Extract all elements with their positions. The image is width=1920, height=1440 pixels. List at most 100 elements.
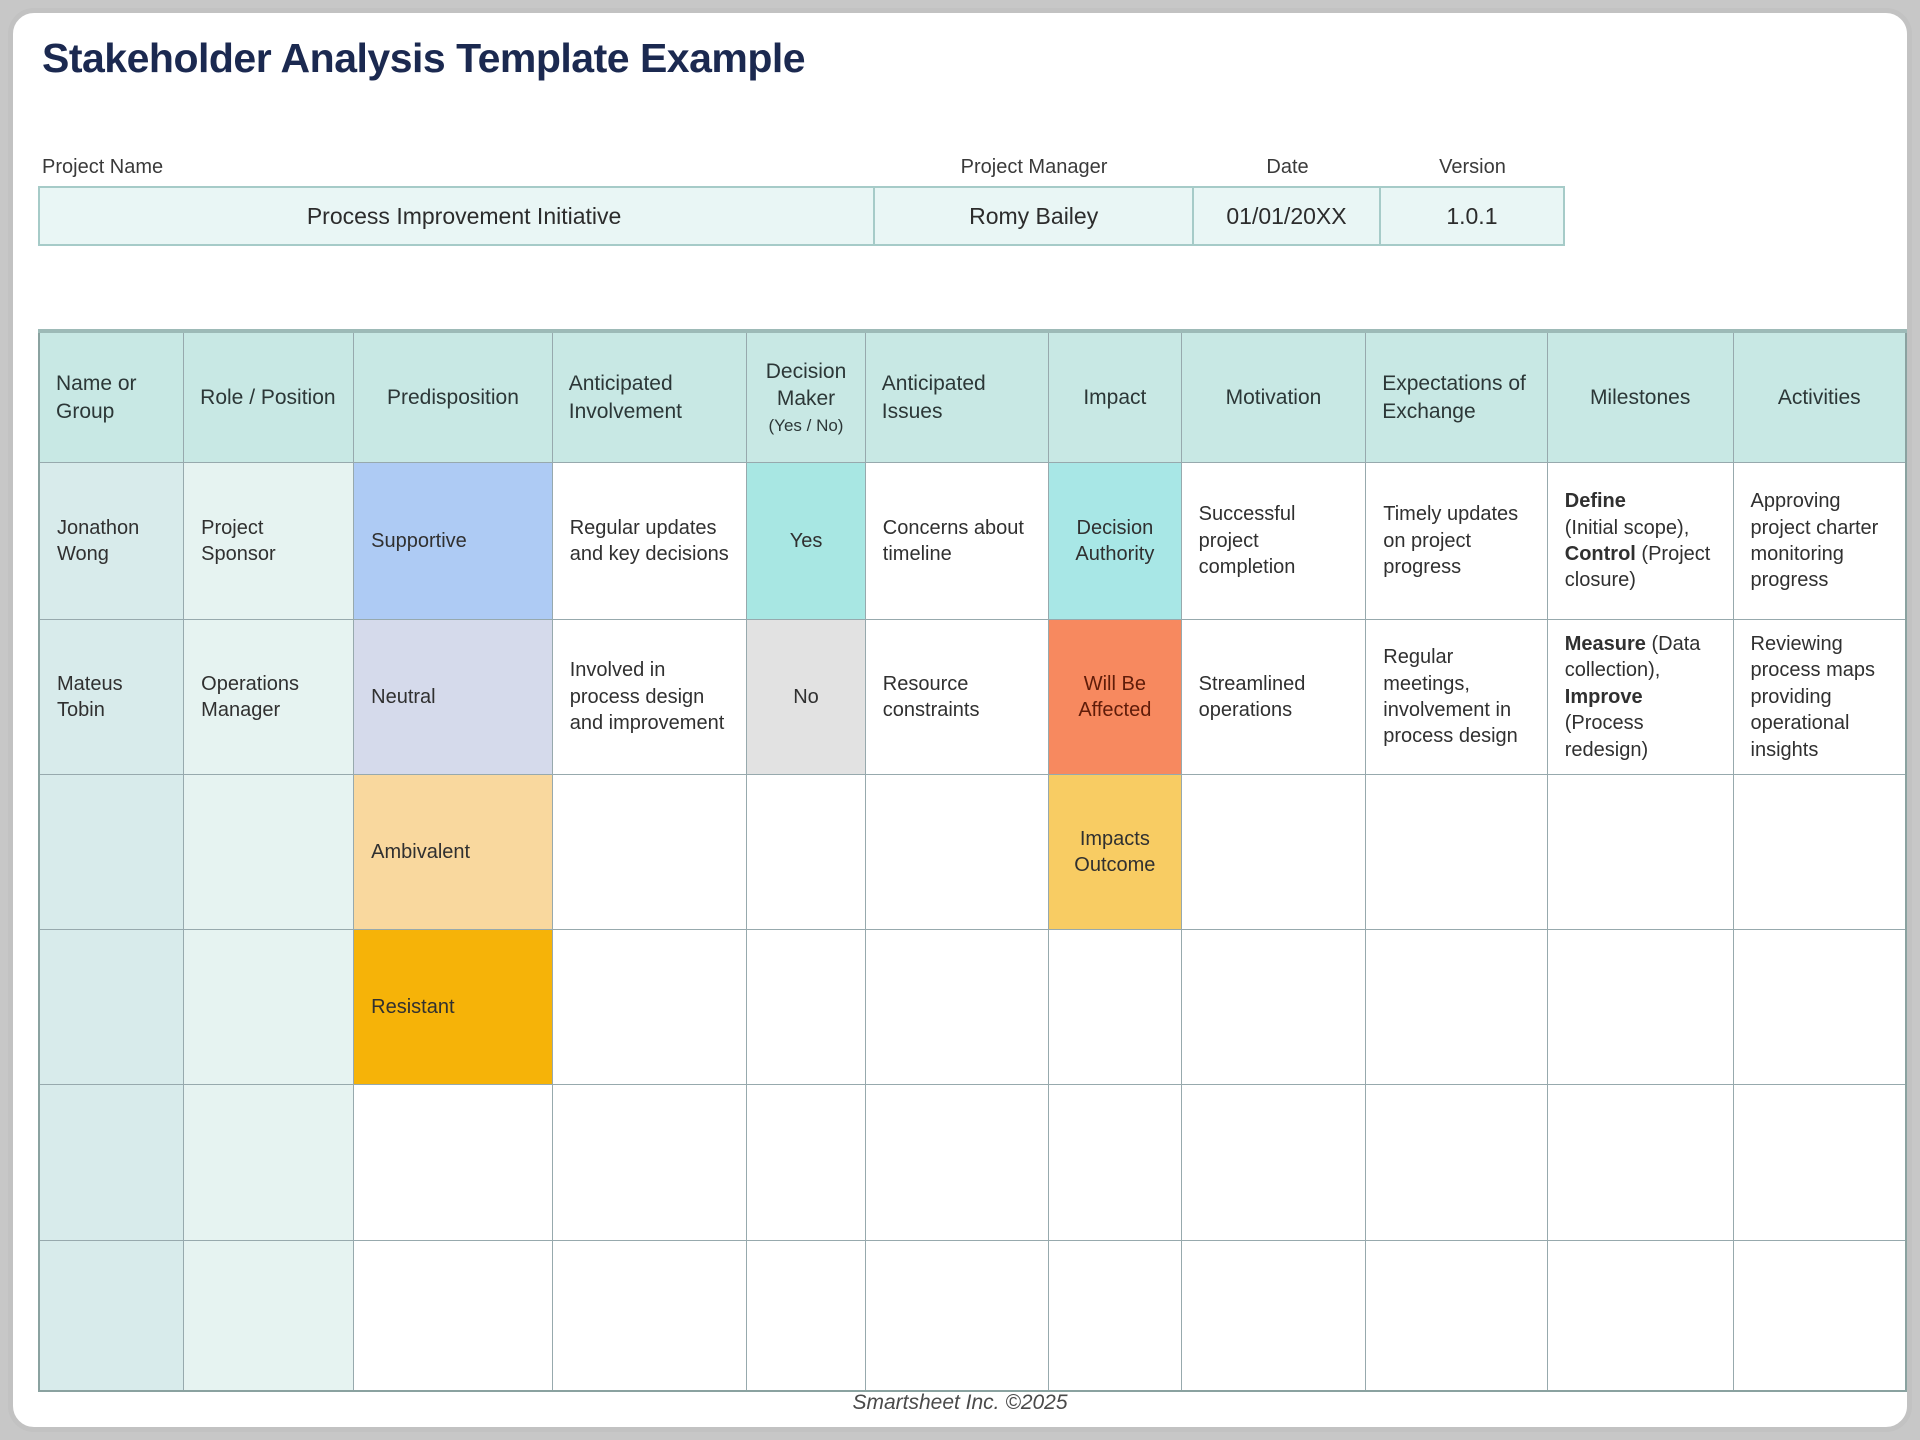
table-cell[interactable] [1180, 774, 1367, 930]
table-cell[interactable] [1546, 929, 1734, 1085]
table-cell[interactable] [1365, 1084, 1548, 1241]
table-cell[interactable] [1180, 1240, 1367, 1391]
table-cell[interactable]: Yes [746, 462, 866, 620]
table-cell[interactable] [1180, 1084, 1367, 1241]
table-cell[interactable] [746, 774, 866, 930]
table-row [38, 1084, 1907, 1241]
table-cell[interactable] [864, 774, 1050, 930]
footer-credit: Smartsheet Inc. ©2025 [852, 1391, 1068, 1414]
table-cell[interactable] [746, 1240, 866, 1391]
table-row [38, 1240, 1907, 1391]
project-manager-label: Project Manager [960, 156, 1108, 178]
table-cell[interactable]: Approving project charter monitoring pro… [1732, 462, 1907, 620]
table-cell[interactable] [1048, 1240, 1182, 1391]
date-field[interactable]: 01/01/20XX [1192, 186, 1381, 246]
column-header: Decision Maker(Yes / No) [746, 330, 866, 463]
date-label: Date [1266, 156, 1309, 178]
table-cell[interactable] [38, 774, 185, 930]
page-title: Stakeholder Analysis Template Example [42, 35, 806, 81]
table-cell[interactable]: Reviewing process maps providing operati… [1732, 619, 1907, 775]
project-info-table: Process Improvement Initiative Romy Bail… [37, 186, 1566, 246]
column-header: Anticipated Involvement [551, 330, 748, 463]
table-cell[interactable] [1365, 774, 1548, 930]
table-cell[interactable]: Mateus Tobin [38, 619, 185, 775]
table-cell[interactable] [1365, 1240, 1548, 1391]
table-cell[interactable]: Ambivalent [353, 774, 553, 930]
table-cell[interactable]: Concerns about timeline [864, 462, 1050, 620]
table-cell[interactable] [746, 929, 866, 1085]
table-cell[interactable] [1546, 1240, 1734, 1391]
table-cell[interactable] [551, 774, 748, 930]
column-header: Name or Group [38, 330, 185, 463]
table-cell[interactable] [353, 1084, 553, 1241]
table-cell[interactable]: Project Sponsor [183, 462, 355, 620]
table-cell[interactable] [353, 1240, 553, 1391]
table-cell[interactable] [38, 1084, 185, 1241]
column-header: Activities [1732, 330, 1907, 463]
table-cell[interactable]: Neutral [353, 619, 553, 775]
table-cell[interactable]: Decision Authority [1048, 462, 1182, 620]
table-row: Ambivalent Impacts Outcome [38, 774, 1907, 930]
table-cell[interactable]: Resource constraints [864, 619, 1050, 775]
table-cell[interactable] [551, 1084, 748, 1241]
column-header: Role / Position [183, 330, 355, 463]
table-cell[interactable]: No [746, 619, 866, 775]
table-cell[interactable] [864, 929, 1050, 1085]
column-header: Expectations of Exchange [1365, 330, 1548, 463]
table-cell[interactable]: Timely updates on project progress [1365, 462, 1548, 620]
table-cell[interactable]: Regular meetings, involvement in process… [1365, 619, 1548, 775]
column-header: Motivation [1180, 330, 1367, 463]
table-cell[interactable] [1732, 1084, 1907, 1241]
table-cell[interactable]: Jonathon Wong [38, 462, 185, 620]
table-cell[interactable] [183, 1084, 355, 1241]
table-cell[interactable]: Streamlined operations [1180, 619, 1367, 775]
column-header: Milestones [1546, 330, 1734, 463]
table-cell[interactable] [183, 774, 355, 930]
table-cell[interactable] [1732, 774, 1907, 930]
project-manager-field[interactable]: Romy Bailey [873, 186, 1195, 246]
version-label: Version [1439, 156, 1506, 178]
table-cell[interactable] [1365, 929, 1548, 1085]
table-cell[interactable] [864, 1240, 1050, 1391]
table-cell[interactable]: Supportive [353, 462, 553, 620]
table-cell[interactable] [1048, 929, 1182, 1085]
table-cell[interactable] [38, 1240, 185, 1391]
table-cell[interactable]: Measure (Data collection), Improve(Proce… [1546, 619, 1734, 775]
table-cell[interactable]: Will Be Affected [1048, 619, 1182, 775]
project-info-section: Project Name Project Manager Date Versio… [37, 156, 1566, 246]
table-cell[interactable] [1732, 1240, 1907, 1391]
table-cell[interactable] [746, 1084, 866, 1241]
column-header: Anticipated Issues [864, 330, 1050, 463]
table-cell[interactable] [551, 1240, 748, 1391]
table-cell[interactable] [1048, 1084, 1182, 1241]
project-name-label: Project Name [42, 156, 164, 178]
table-cell[interactable]: Operations Manager [183, 619, 355, 775]
table-cell[interactable]: Successful project completion [1180, 462, 1367, 620]
table-cell[interactable] [183, 1240, 355, 1391]
table-cell[interactable] [183, 929, 355, 1085]
table-cell[interactable]: Involved in process design and improveme… [551, 619, 748, 775]
table-cell[interactable]: Regular updates and key decisions [551, 462, 748, 620]
table-cell[interactable] [864, 1084, 1050, 1241]
project-name-field[interactable]: Process Improvement Initiative [37, 186, 876, 246]
table-cell[interactable]: Impacts Outcome [1048, 774, 1182, 930]
table-cell[interactable] [551, 929, 748, 1085]
column-header: Predisposition [353, 330, 553, 463]
table-cell[interactable] [1180, 929, 1367, 1085]
column-header: Impact [1048, 330, 1182, 463]
table-cell[interactable]: Define(Initial scope), Control (Project … [1546, 462, 1734, 620]
table-row: Resistant [38, 929, 1907, 1085]
table-cell[interactable] [1546, 774, 1734, 930]
table-cell[interactable] [1546, 1084, 1734, 1241]
template-card: Stakeholder Analysis Template Example Pr… [8, 8, 1912, 1432]
table-cell[interactable] [38, 929, 185, 1085]
table-cell[interactable]: Resistant [353, 929, 553, 1085]
version-field[interactable]: 1.0.1 [1378, 186, 1566, 246]
table-cell[interactable] [1732, 929, 1907, 1085]
